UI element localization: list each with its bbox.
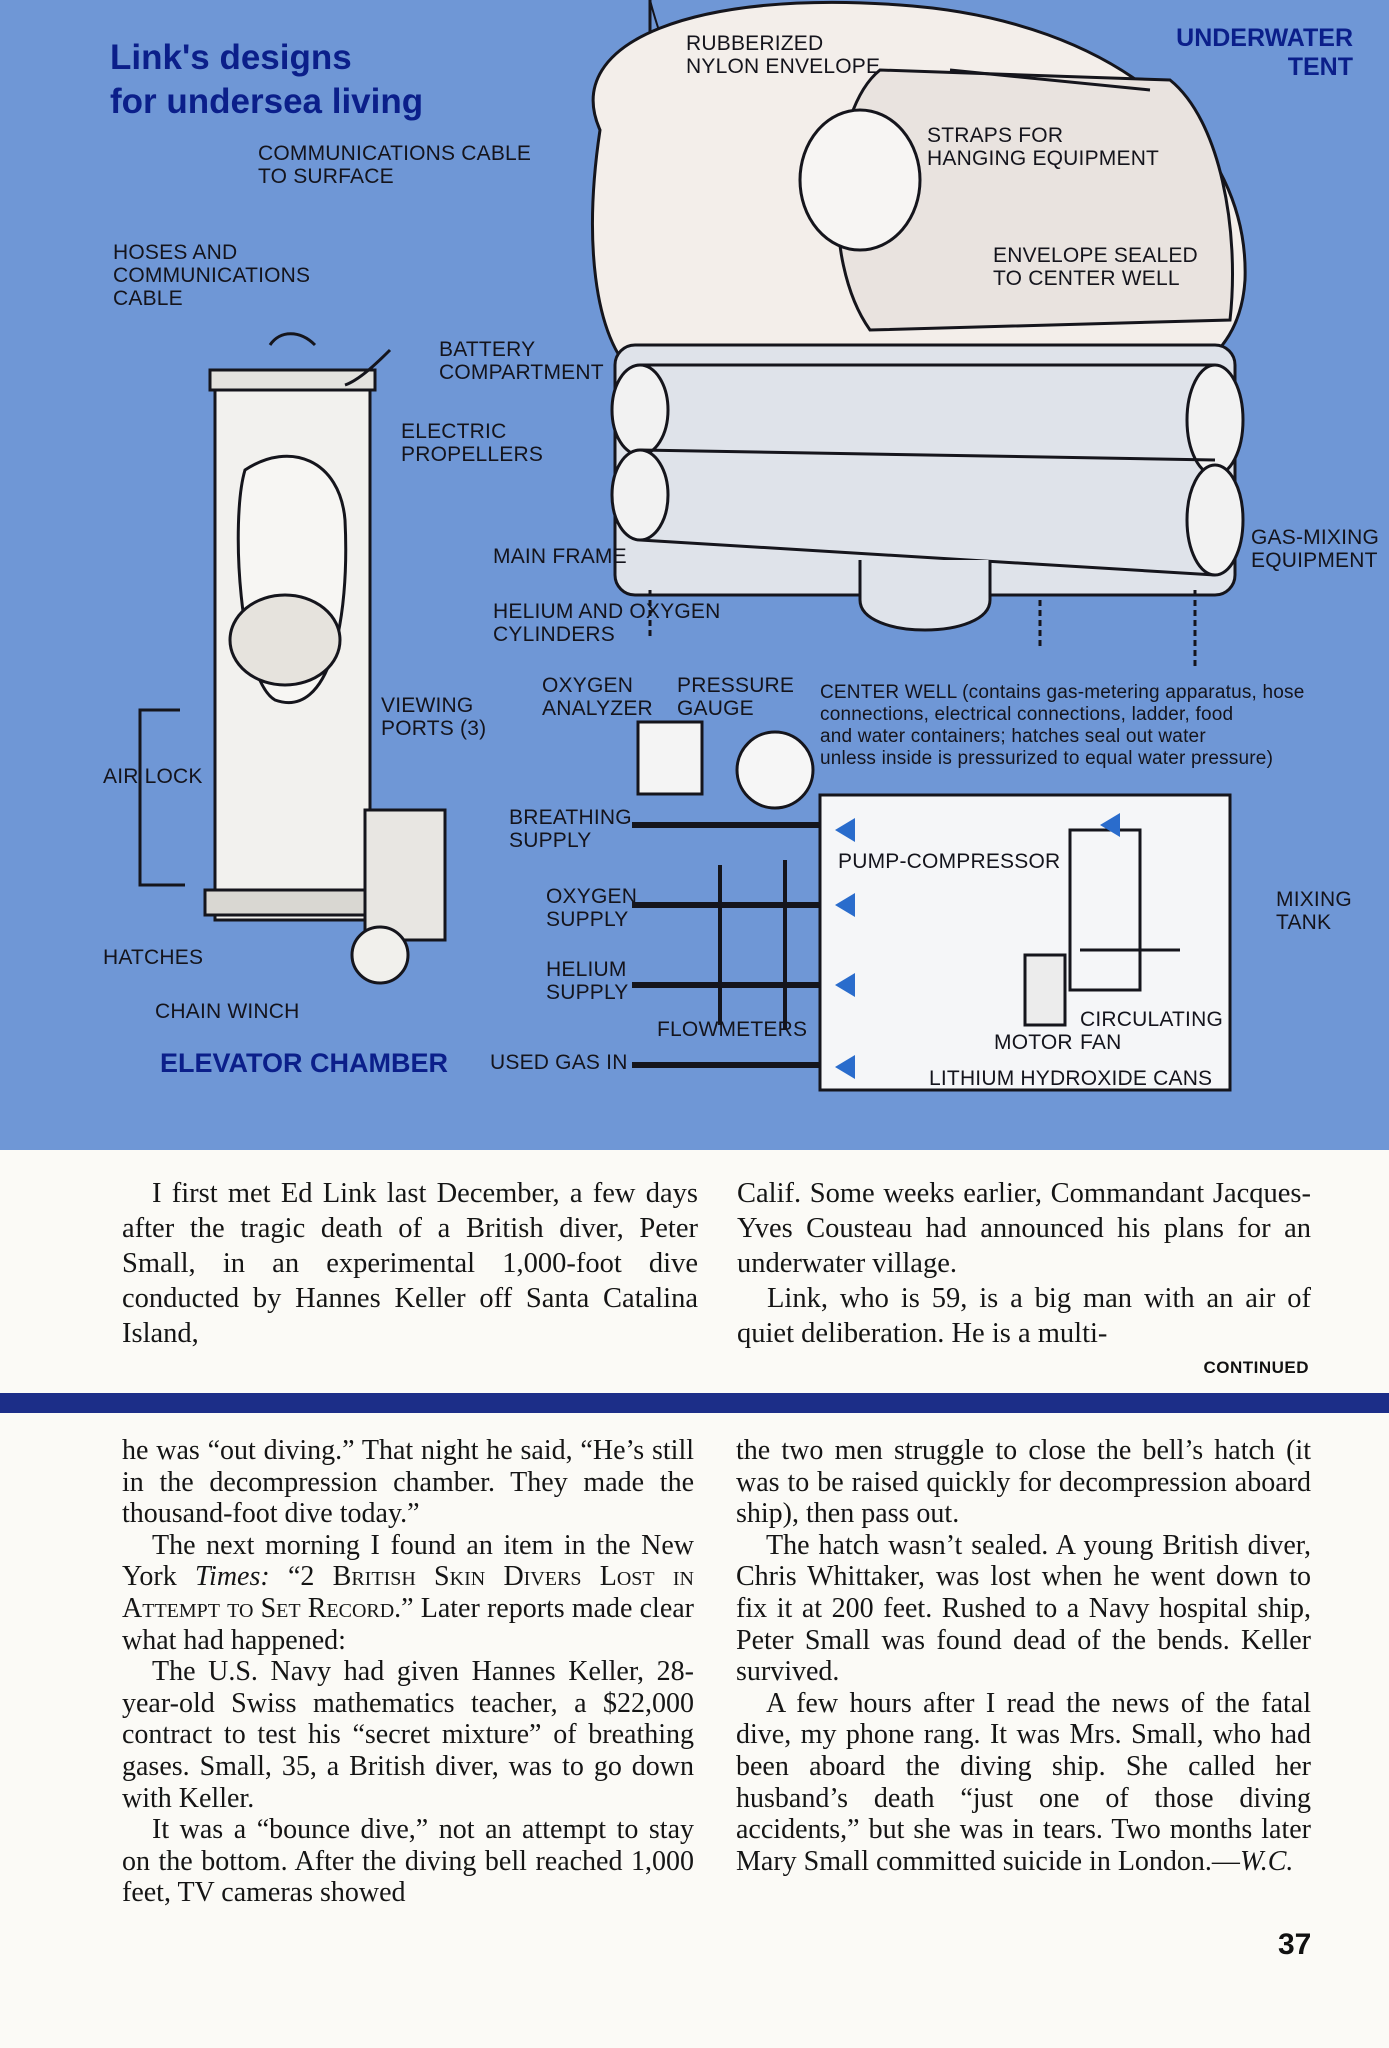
sidebar-paragraph: the two men struggle to close the bell’s… bbox=[736, 1435, 1311, 1530]
diagram-illustration: Link's designs for undersea living UNDER… bbox=[0, 0, 1389, 1150]
article-column-left: I first met Ed Link last December, a few… bbox=[122, 1176, 698, 1351]
label-pressure-gauge: PRESSURE GAUGE bbox=[677, 674, 795, 720]
sidebar-paragraph: It was a “bounce dive,” not an attempt t… bbox=[122, 1814, 694, 1909]
label-hatches: HATCHES bbox=[103, 946, 204, 969]
section-divider bbox=[0, 1393, 1389, 1413]
label-lithium: LITHIUM HYDROXIDE CANS bbox=[929, 1067, 1213, 1090]
label-hoses: HOSES AND COMMUNICATIONS CABLE bbox=[113, 241, 311, 310]
sidebar-paragraph: he was “out diving.” That night he said,… bbox=[122, 1435, 694, 1530]
label-propellers: ELECTRIC PROPELLERS bbox=[401, 420, 544, 466]
author-signature: W.C. bbox=[1239, 1845, 1294, 1877]
label-straps: STRAPS FOR HANGING EQUIPMENT bbox=[927, 124, 1160, 170]
label-battery: BATTERY COMPARTMENT bbox=[439, 338, 604, 384]
article-paragraph: Calif. Some weeks earlier, Commandant Ja… bbox=[737, 1178, 1311, 1279]
label-air-lock: AIR LOCK bbox=[103, 765, 203, 788]
sidebar-text: The next morning I found an item in the … bbox=[122, 1529, 694, 1593]
tent-title: UNDERWATER TENT bbox=[1176, 24, 1353, 81]
label-pump-compressor: PUMP-COMPRESSOR bbox=[838, 850, 1061, 873]
label-mixing-tank: MIXING TANK bbox=[1276, 888, 1352, 934]
label-circulating-fan: CIRCULATING FAN bbox=[1080, 1008, 1223, 1054]
label-flowmeters: FLOWMETERS bbox=[657, 1018, 808, 1041]
label-center-well: CENTER WELL (contains gas-metering appar… bbox=[820, 682, 1305, 769]
sidebar-paragraph: A few hours after I read the news of the… bbox=[736, 1688, 1311, 1878]
label-viewing-ports: VIEWING PORTS (3) bbox=[381, 694, 487, 740]
label-used-gas: USED GAS IN bbox=[490, 1051, 628, 1074]
sidebar-paragraph: The U.S. Navy had given Hannes Keller, 2… bbox=[122, 1656, 694, 1814]
sidebar-column-right: the two men struggle to close the bell’s… bbox=[736, 1435, 1311, 1877]
diagram-title: Link's designs for undersea living bbox=[110, 38, 424, 121]
label-chain-winch: CHAIN WINCH bbox=[155, 1000, 300, 1023]
sidebar-text: Later reports made clear what had happen… bbox=[122, 1592, 694, 1656]
label-motor: MOTOR bbox=[994, 1031, 1073, 1054]
label-envelope-sealed: ENVELOPE SEALED TO CENTER WELL bbox=[993, 244, 1198, 290]
newspaper-name: Times: bbox=[195, 1561, 270, 1593]
sidebar-text: A few hours after I read the news of the… bbox=[736, 1687, 1311, 1877]
label-cylinders: HELIUM AND OXYGEN CYLINDERS bbox=[493, 600, 721, 646]
label-oxygen-supply: OXYGEN SUPPLY bbox=[546, 885, 638, 931]
label-main-frame: MAIN FRAME bbox=[493, 545, 627, 568]
page-number: 37 bbox=[1278, 1928, 1312, 1961]
diagram-drawing bbox=[138, 0, 1247, 1092]
article-column-right: Calif. Some weeks earlier, Commandant Ja… bbox=[737, 1176, 1311, 1351]
chamber-title: ELEVATOR CHAMBER bbox=[160, 1048, 449, 1078]
headline-quote: “2 British Skin Divers Lost in Attempt t… bbox=[122, 1561, 694, 1624]
label-oxygen-analyzer: OXYGEN ANALYZER bbox=[542, 674, 653, 720]
label-rubberized-envelope: RUBBERIZED NYLON ENVELOPE bbox=[686, 32, 881, 78]
label-comm-cable: COMMUNICATIONS CABLE TO SURFACE bbox=[258, 142, 532, 188]
sidebar-column-left: he was “out diving.” That night he said,… bbox=[122, 1435, 694, 1909]
label-gas-mixing: GAS-MIXING EQUIPMENT bbox=[1251, 526, 1380, 572]
sidebar-paragraph: The next morning I found an item in the … bbox=[122, 1530, 694, 1656]
label-breathing-supply: BREATHING SUPPLY bbox=[509, 806, 632, 852]
label-helium-supply: HELIUM SUPPLY bbox=[546, 958, 629, 1004]
article-paragraph: I first met Ed Link last December, a few… bbox=[122, 1178, 698, 1349]
continued-label: CONTINUED bbox=[1203, 1358, 1309, 1377]
article-paragraph: Link, who is 59, is a big man with an ai… bbox=[737, 1283, 1311, 1349]
sidebar-paragraph: The hatch wasn’t sealed. A young British… bbox=[736, 1529, 1311, 1688]
